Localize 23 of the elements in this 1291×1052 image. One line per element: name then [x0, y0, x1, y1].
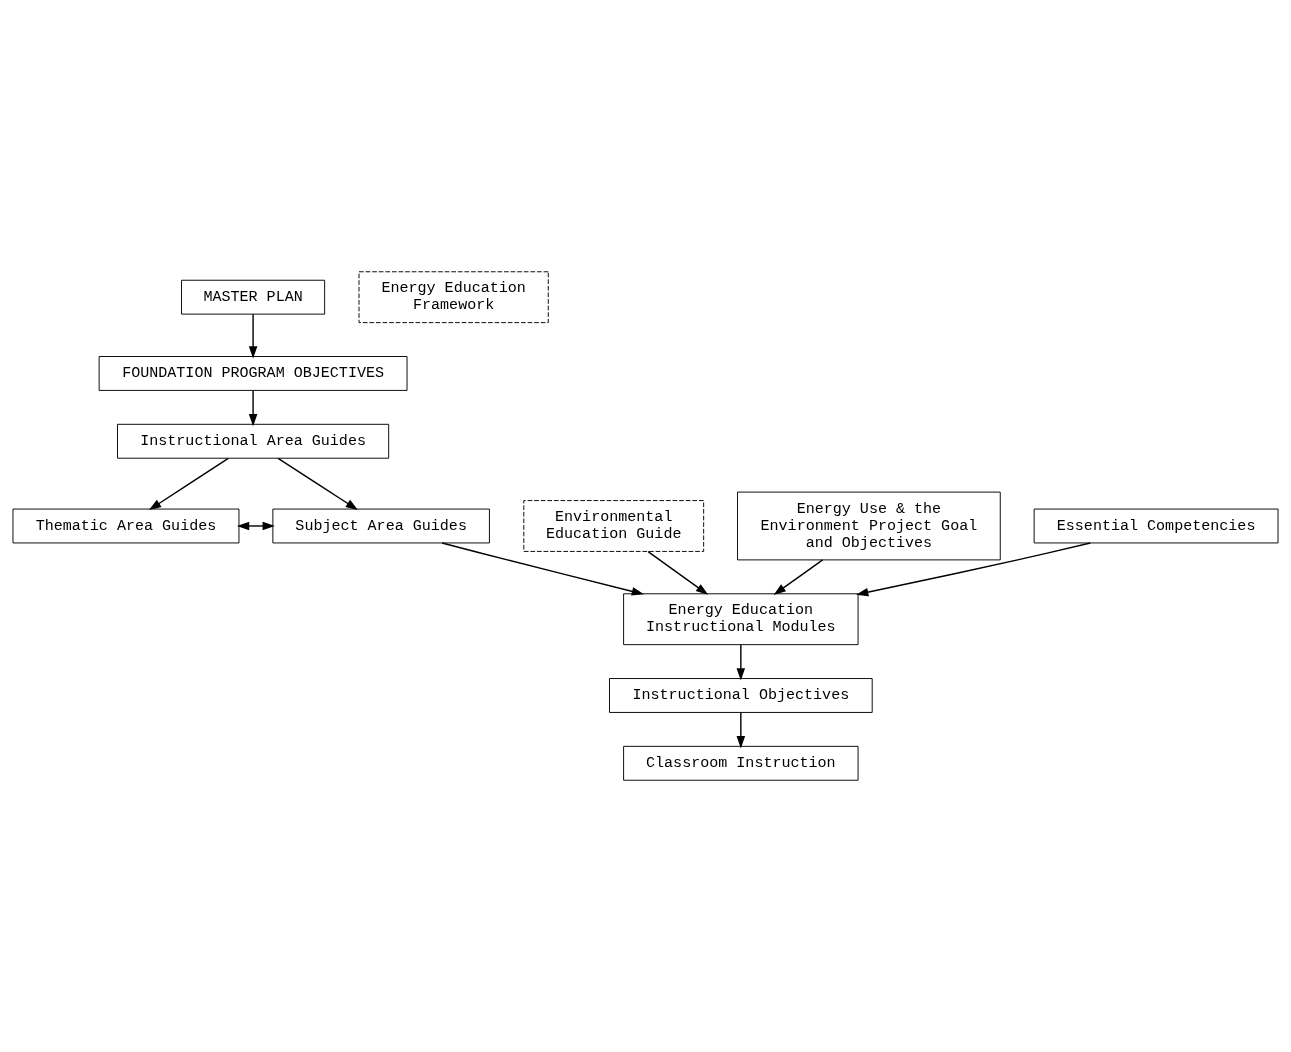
arrow [773, 559, 824, 595]
arrow [647, 550, 709, 595]
node-box: Classroom Instruction [623, 745, 859, 781]
node-box: Instructional Area Guides [117, 423, 390, 459]
node-box: Thematic Area Guides [12, 508, 240, 544]
node-box: Energy Education Instructional Modules [623, 593, 859, 646]
arrow [736, 644, 746, 681]
arrow [856, 542, 1092, 597]
arrow [148, 457, 229, 511]
node-box: Essential Competencies [1033, 508, 1279, 544]
arrow [248, 390, 258, 427]
node-box: Subject Area Guides [272, 508, 490, 544]
node-box: FOUNDATION PROGRAM OBJECTIVES [98, 356, 408, 391]
node-box: Instructional Objectives [609, 678, 873, 713]
arrow [736, 712, 746, 749]
node-box: MASTER PLAN [181, 279, 326, 315]
arrow [236, 521, 275, 531]
node-box: Energy Use & the Environment Project Goal and Objectives [737, 491, 1001, 561]
arrow [441, 542, 644, 596]
node-box: Energy Education Framework [358, 271, 549, 324]
node-box: Environmental Education Guide [523, 500, 705, 552]
arrow [248, 313, 258, 359]
arrow [277, 457, 358, 511]
